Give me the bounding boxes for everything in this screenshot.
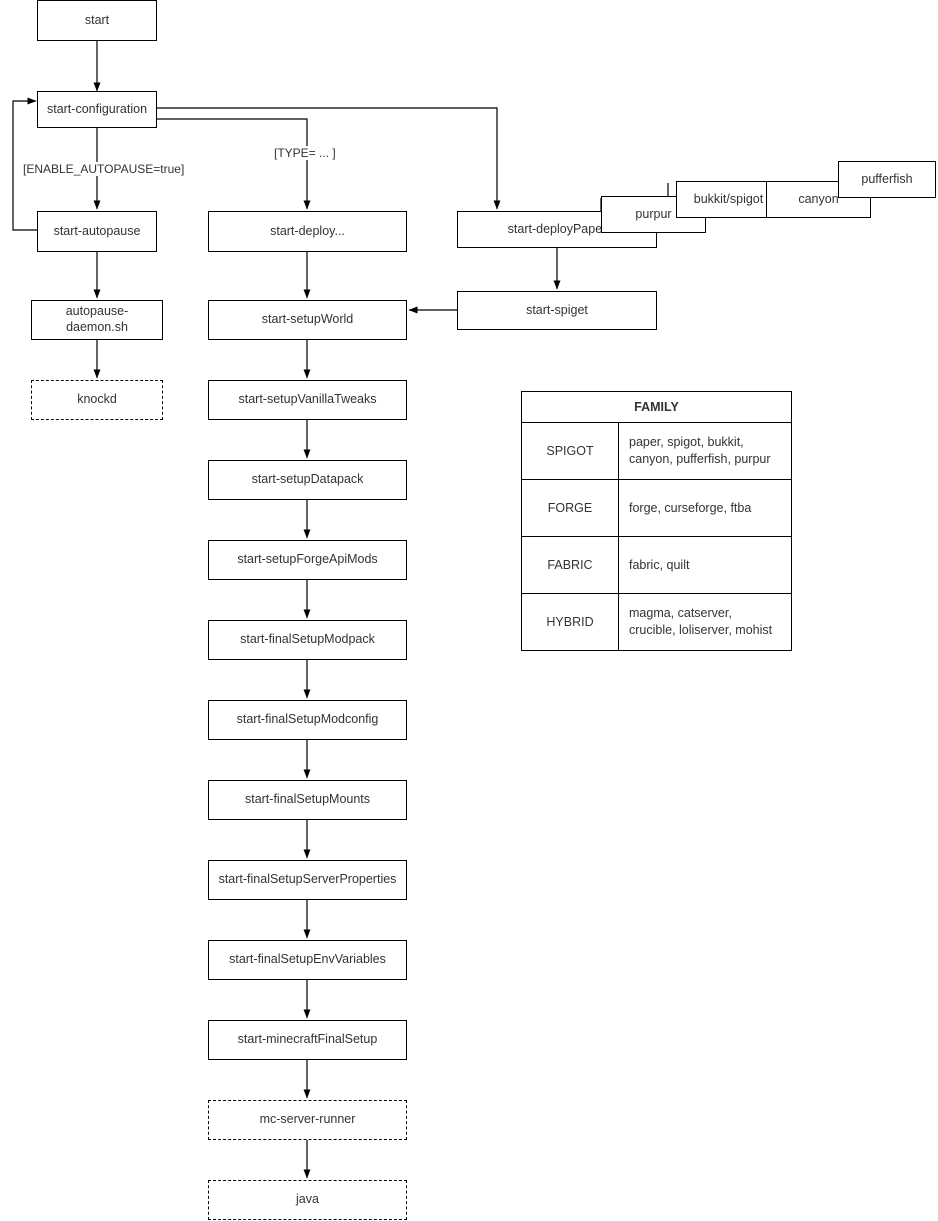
family-name-fabric: FABRIC [521,536,619,594]
node-label: purpur [635,206,672,221]
family-name-spigot: SPIGOT [521,422,619,480]
table-row: FABRIC fabric, quilt [521,536,792,594]
node-start[interactable]: start [37,0,157,41]
node-label: pufferfish [861,171,913,186]
node-label: start [84,12,110,27]
node-pufferfish[interactable]: pufferfish [838,161,936,198]
node-label: start-finalSetupServerProperties [218,872,397,887]
table-row: SPIGOT paper, spigot, bukkit, canyon, pu… [521,422,792,480]
node-start-finalSetupServerProperties[interactable]: start-finalSetupServerProperties [208,860,407,900]
node-label: start-minecraftFinalSetup [237,1032,378,1047]
family-legend-title: FAMILY [521,391,792,423]
family-members-hybrid: magma, catserver, crucible, loliserver, … [618,593,792,651]
node-label: start-setupDatapack [251,472,364,487]
family-members-forge: forge, curseforge, ftba [618,479,792,537]
family-members-fabric: fabric, quilt [618,536,792,594]
node-label: start-spiget [526,302,588,317]
node-label: start-finalSetupMounts [244,792,371,807]
node-label: start-setupVanillaTweaks [238,392,377,407]
node-start-setupForgeApiMods[interactable]: start-setupForgeApiMods [208,540,407,580]
node-start-finalSetupModpack[interactable]: start-finalSetupModpack [208,620,407,660]
table-row: HYBRID magma, catserver, crucible, lolis… [521,593,792,651]
node-label: autopause-daemon.sh [65,304,129,334]
node-start-finalSetupEnvVariables[interactable]: start-finalSetupEnvVariables [208,940,407,980]
node-label: start-setupWorld [261,312,354,327]
family-members-spigot: paper, spigot, bukkit, canyon, pufferfis… [618,422,792,480]
table-row: FORGE forge, curseforge, ftba [521,479,792,537]
node-start-autopause[interactable]: start-autopause [37,211,157,252]
family-name-hybrid: HYBRID [521,593,619,651]
node-start-setupDatapack[interactable]: start-setupDatapack [208,460,407,500]
node-start-minecraftFinalSetup[interactable]: start-minecraftFinalSetup [208,1020,407,1060]
node-start-finalSetupModconfig[interactable]: start-finalSetupModconfig [208,700,407,740]
edge-label-enable-autopause: [ENABLE_AUTOPAUSE=true] [21,162,187,176]
edge-label-type: [TYPE= ... ] [272,146,338,160]
node-start-spiget[interactable]: start-spiget [457,291,657,330]
node-label: start-finalSetupModpack [240,632,375,647]
node-label: start-configuration [46,101,148,116]
node-start-setupVanillaTweaks[interactable]: start-setupVanillaTweaks [208,380,407,420]
node-label: start-deployPaper [507,221,607,236]
node-label: knockd [77,392,117,407]
node-label: canyon [798,191,839,206]
family-legend-table: FAMILY SPIGOT paper, spigot, bukkit, can… [521,391,792,651]
node-start-configuration[interactable]: start-configuration [37,91,157,128]
node-knockd[interactable]: knockd [31,380,163,420]
node-label: java [296,1192,319,1207]
node-label: bukkit/spigot [693,191,764,206]
node-bukkit-spigot[interactable]: bukkit/spigot [676,181,781,218]
family-legend-header-row: FAMILY [521,391,792,423]
node-autopause-daemon[interactable]: autopause-daemon.sh [31,300,163,340]
node-label: start-finalSetupModconfig [236,712,379,727]
node-start-finalSetupMounts[interactable]: start-finalSetupMounts [208,780,407,820]
node-label: start-autopause [53,223,141,238]
node-start-deploy[interactable]: start-deploy... [208,211,407,252]
node-label: start-setupForgeApiMods [237,552,378,567]
node-label: start-finalSetupEnvVariables [229,952,386,967]
node-java[interactable]: java [208,1180,407,1220]
family-name-forge: FORGE [521,479,619,537]
node-start-setupWorld[interactable]: start-setupWorld [208,300,407,340]
node-label: mc-server-runner [259,1112,356,1127]
node-label: start-deploy... [270,223,345,238]
node-mc-server-runner[interactable]: mc-server-runner [208,1100,407,1140]
